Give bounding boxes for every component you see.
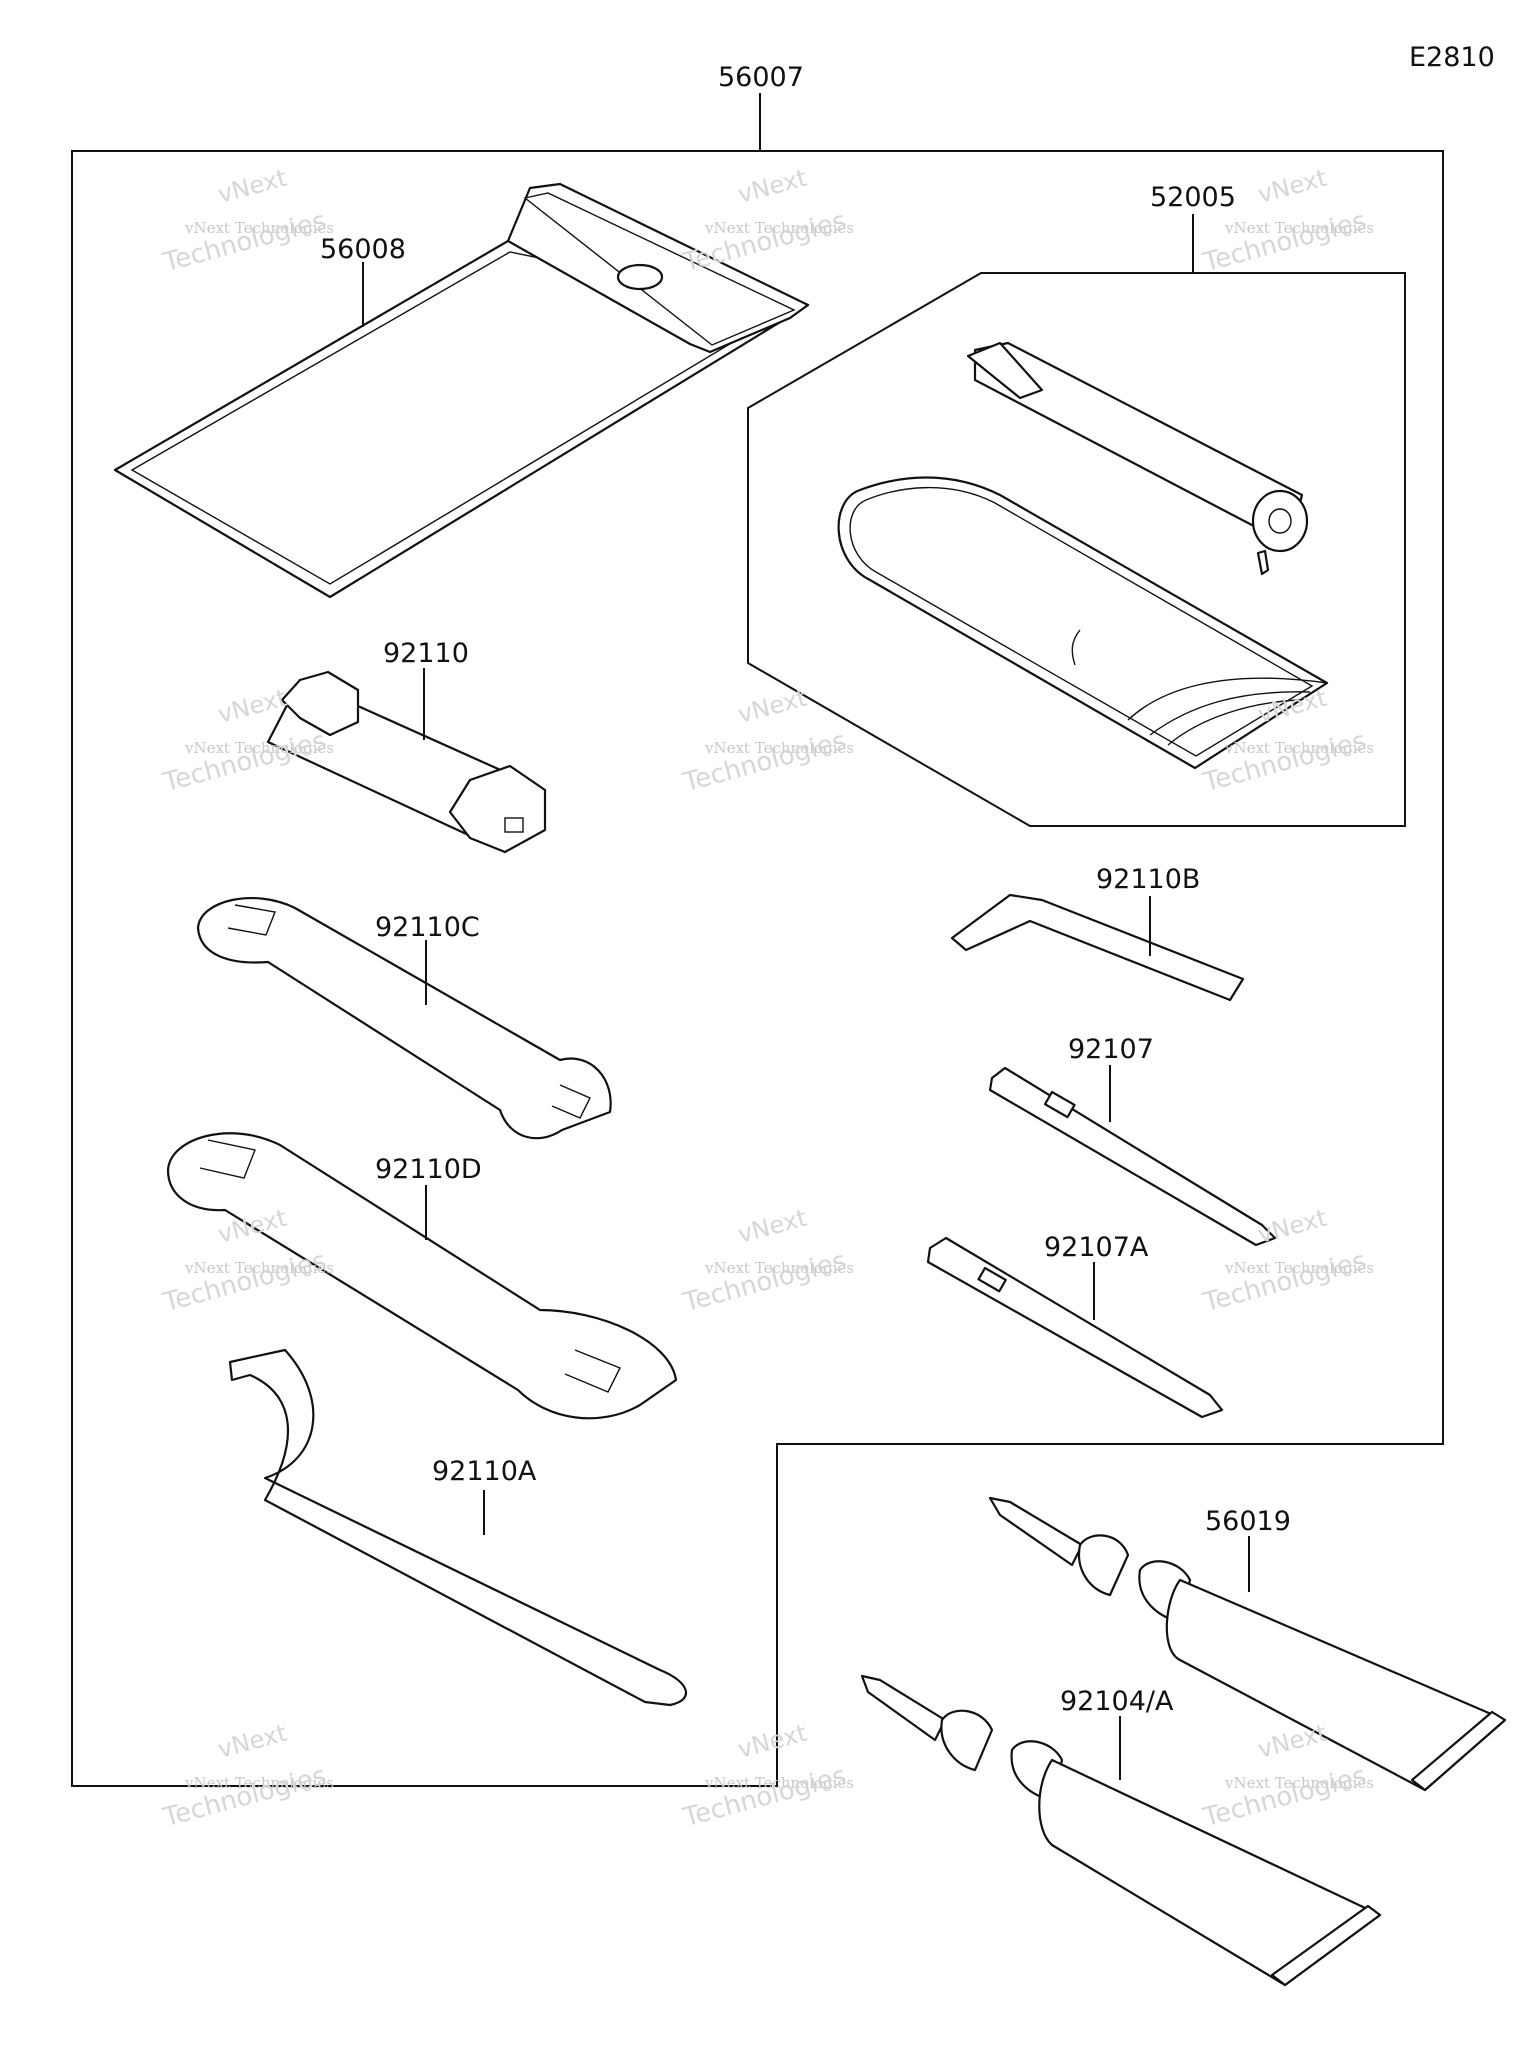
watermark-line-3: Technologies (159, 1761, 329, 1833)
watermark-line-2: vNext Technologies (1224, 739, 1374, 757)
watermark-line-3: Technologies (679, 1246, 849, 1318)
watermark-line-3: Technologies (159, 1246, 329, 1318)
part-label-hex-key: 92110B (1096, 864, 1200, 895)
watermark-line-1: vNext (735, 684, 810, 729)
hook-wrench-part (228, 1348, 688, 1707)
assembly-label: 56007 (718, 62, 804, 93)
watermark-line-2: vNext Technologies (184, 1259, 334, 1277)
watermark-line-3: Technologies (1199, 1761, 1369, 1833)
watermark-line-3: Technologies (159, 726, 329, 798)
watermark-line-2: vNext Technologies (1224, 1259, 1374, 1277)
case-frame (747, 272, 1406, 827)
tube-2-part (860, 1674, 1382, 1987)
watermark-line-1: vNext (215, 1719, 290, 1764)
part-label-case: 52005 (1150, 182, 1236, 213)
case-contents (837, 341, 1329, 770)
part-label-hook-wrench: 92110A (432, 1456, 537, 1487)
tool-bag-part (113, 182, 810, 599)
watermark-line-2: vNext Technologies (184, 219, 334, 237)
part-label-screwdriver: 92107 (1068, 1034, 1154, 1065)
watermark-line-2: vNext Technologies (704, 219, 854, 237)
watermark-line-2: vNext Technologies (704, 1774, 854, 1792)
diagram-code-label: E2810 (1409, 42, 1495, 73)
watermark-line-1: vNext (735, 1719, 810, 1764)
plug-wrench-part (266, 668, 547, 854)
part-label-tube-1: 56019 (1205, 1506, 1291, 1537)
assembly-frame (71, 150, 1444, 1787)
wrench-d-part (166, 1132, 678, 1420)
watermark-line-2: vNext Technologies (704, 1259, 854, 1277)
part-label-tube-2: 92104/A (1060, 1686, 1174, 1717)
watermark-line-1: vNext (1255, 164, 1330, 209)
hex-key-part (950, 893, 1245, 1002)
screwdriver-a-part (926, 1236, 1224, 1419)
watermark-line-1: vNext (735, 164, 810, 209)
watermark-line-2: vNext Technologies (704, 739, 854, 757)
screwdriver-part (988, 1065, 1277, 1247)
part-label-plug-wrench: 92110 (383, 638, 469, 669)
watermark-line-2: vNext Technologies (1224, 1774, 1374, 1792)
watermark-line-3: Technologies (1199, 1246, 1369, 1318)
watermark-line-2: vNext Technologies (184, 1774, 334, 1792)
watermark-line-1: vNext (215, 164, 290, 209)
watermark-line-2: vNext Technologies (184, 739, 334, 757)
wrench-c-part (196, 896, 612, 1140)
part-label-bag: 56008 (320, 234, 406, 265)
watermark-line-3: Technologies (679, 1761, 849, 1833)
tube-1-part (988, 1496, 1507, 1792)
watermark-line-1: vNext (1255, 1719, 1330, 1764)
watermark-line-2: vNext Technologies (1224, 219, 1374, 237)
watermark-line-3: Technologies (679, 206, 849, 278)
watermark-line-1: vNext (1255, 1204, 1330, 1249)
watermark-line-3: Technologies (679, 726, 849, 798)
part-label-wrench-d: 92110D (375, 1154, 482, 1185)
watermark-line-3: Technologies (159, 206, 329, 278)
watermark-line-3: Technologies (1199, 206, 1369, 278)
watermark-line-1: vNext (735, 1204, 810, 1249)
part-label-wrench-c: 92110C (375, 912, 480, 943)
part-label-screwdriver-a: 92107A (1044, 1232, 1149, 1263)
